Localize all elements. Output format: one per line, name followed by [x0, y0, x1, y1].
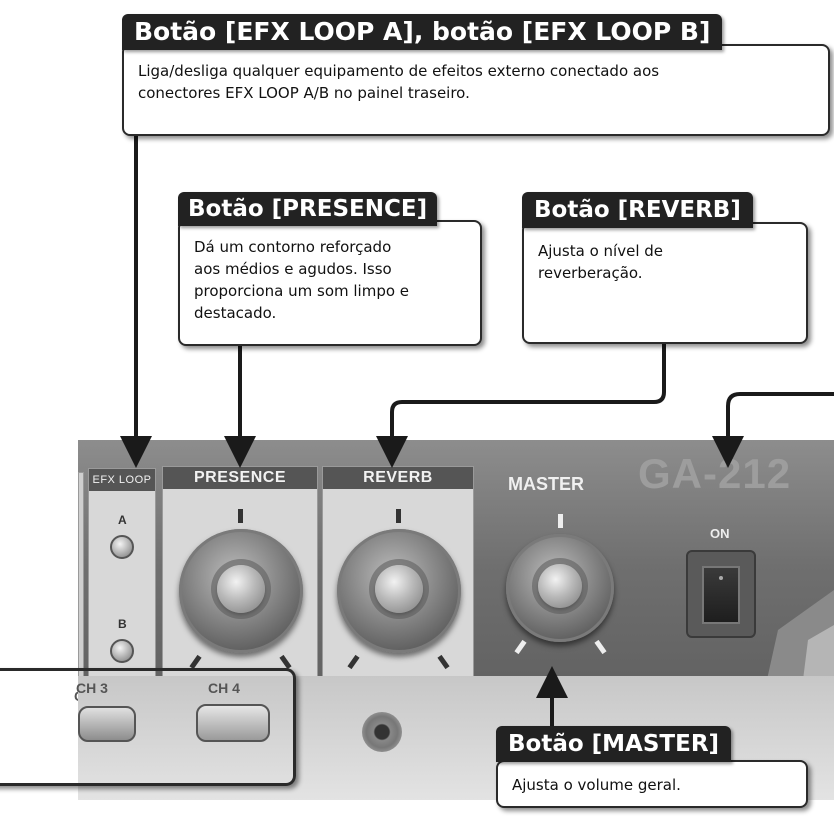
input-jack[interactable] [362, 712, 402, 752]
master-knob-cap [538, 564, 582, 608]
reverb-tick-top [396, 509, 401, 523]
presence-callout-line-2: aos médios e agudos. Isso [194, 260, 392, 278]
presence-knob[interactable] [179, 529, 303, 653]
reverb-callout: Botão [REVERB] Ajusta o nível de reverbe… [522, 192, 808, 344]
efx-loop-callout-title: Botão [EFX LOOP A], botão [EFX LOOP B] [122, 14, 723, 50]
master-callout-title: Botão [MASTER] [496, 726, 732, 762]
master-label: MASTER [508, 474, 584, 494]
reverb-label: REVERB [323, 467, 473, 489]
presence-knob-cap [217, 565, 265, 613]
efx-b-label: B [118, 617, 127, 631]
efx-loop-label: EFX LOOP [89, 469, 155, 491]
presence-tick-top [238, 509, 243, 523]
master-knob[interactable] [506, 534, 614, 642]
efx-loop-callout-line-1: Liga/desliga qualquer equipamento de efe… [138, 62, 660, 80]
power-rocker [702, 566, 740, 624]
presence-section: PRESENCE [162, 466, 318, 702]
reverb-connector [376, 342, 666, 468]
reverb-callout-title: Botão [REVERB] [522, 192, 753, 228]
presence-callout: Botão [PRESENCE] Dá um contorno reforçad… [178, 192, 482, 346]
efx-a-label: A [118, 513, 127, 527]
reverb-callout-line-1: Ajusta o nível de [538, 242, 664, 260]
ch4-label-visible: CH 4 [208, 680, 240, 696]
presence-callout-title: Botão [PRESENCE] [178, 192, 438, 226]
reverb-callout-line-2: reverberação. [538, 264, 643, 282]
presence-callout-line-3: proporciona um som limpo e [194, 282, 410, 300]
efx-loop-callout: Botão [EFX LOOP A], botão [EFX LOOP B] L… [122, 14, 830, 136]
efx-loop-callout-text: Liga/desliga qualquer equipamento de efe… [138, 60, 659, 104]
efx-loop-a-button[interactable] [110, 535, 134, 559]
reverb-knob[interactable] [337, 529, 461, 653]
power-switch[interactable] [686, 550, 756, 638]
presence-callout-line-1: Dá um contorno reforçado [194, 238, 392, 256]
master-callout-text: Ajusta o volume geral. [512, 774, 681, 796]
master-tick-top [558, 514, 563, 528]
ch4-button[interactable] [196, 704, 270, 742]
presence-label: PRESENCE [163, 467, 317, 489]
power-connector [712, 392, 834, 468]
reverb-section: REVERB [322, 466, 474, 702]
presence-callout-line-4: destacado. [194, 304, 277, 322]
efx-loop-section: EFX LOOP A B [88, 468, 156, 696]
power-label: ON [710, 526, 730, 541]
power-indicator-dot [719, 576, 723, 580]
ch3-label-visible: CH 3 [76, 680, 108, 696]
amp-control-panel: EFX LOOP A B PRESENCE REVERB MASTER GA-2… [74, 440, 834, 720]
reverb-knob-cap [375, 565, 423, 613]
ch3-button[interactable] [78, 706, 136, 742]
efx-loop-callout-line-2: conectores EFX LOOP A/B no painel trasei… [138, 84, 470, 102]
reverb-callout-text: Ajusta o nível de reverberação. [538, 240, 663, 284]
partial-callout-box [0, 668, 296, 786]
presence-callout-text: Dá um contorno reforçado aos médios e ag… [194, 236, 409, 324]
master-callout-line-1: Ajusta o volume geral. [512, 776, 681, 794]
efx-loop-b-button[interactable] [110, 639, 134, 663]
master-callout: Botão [MASTER] Ajusta o volume geral. [496, 726, 808, 808]
